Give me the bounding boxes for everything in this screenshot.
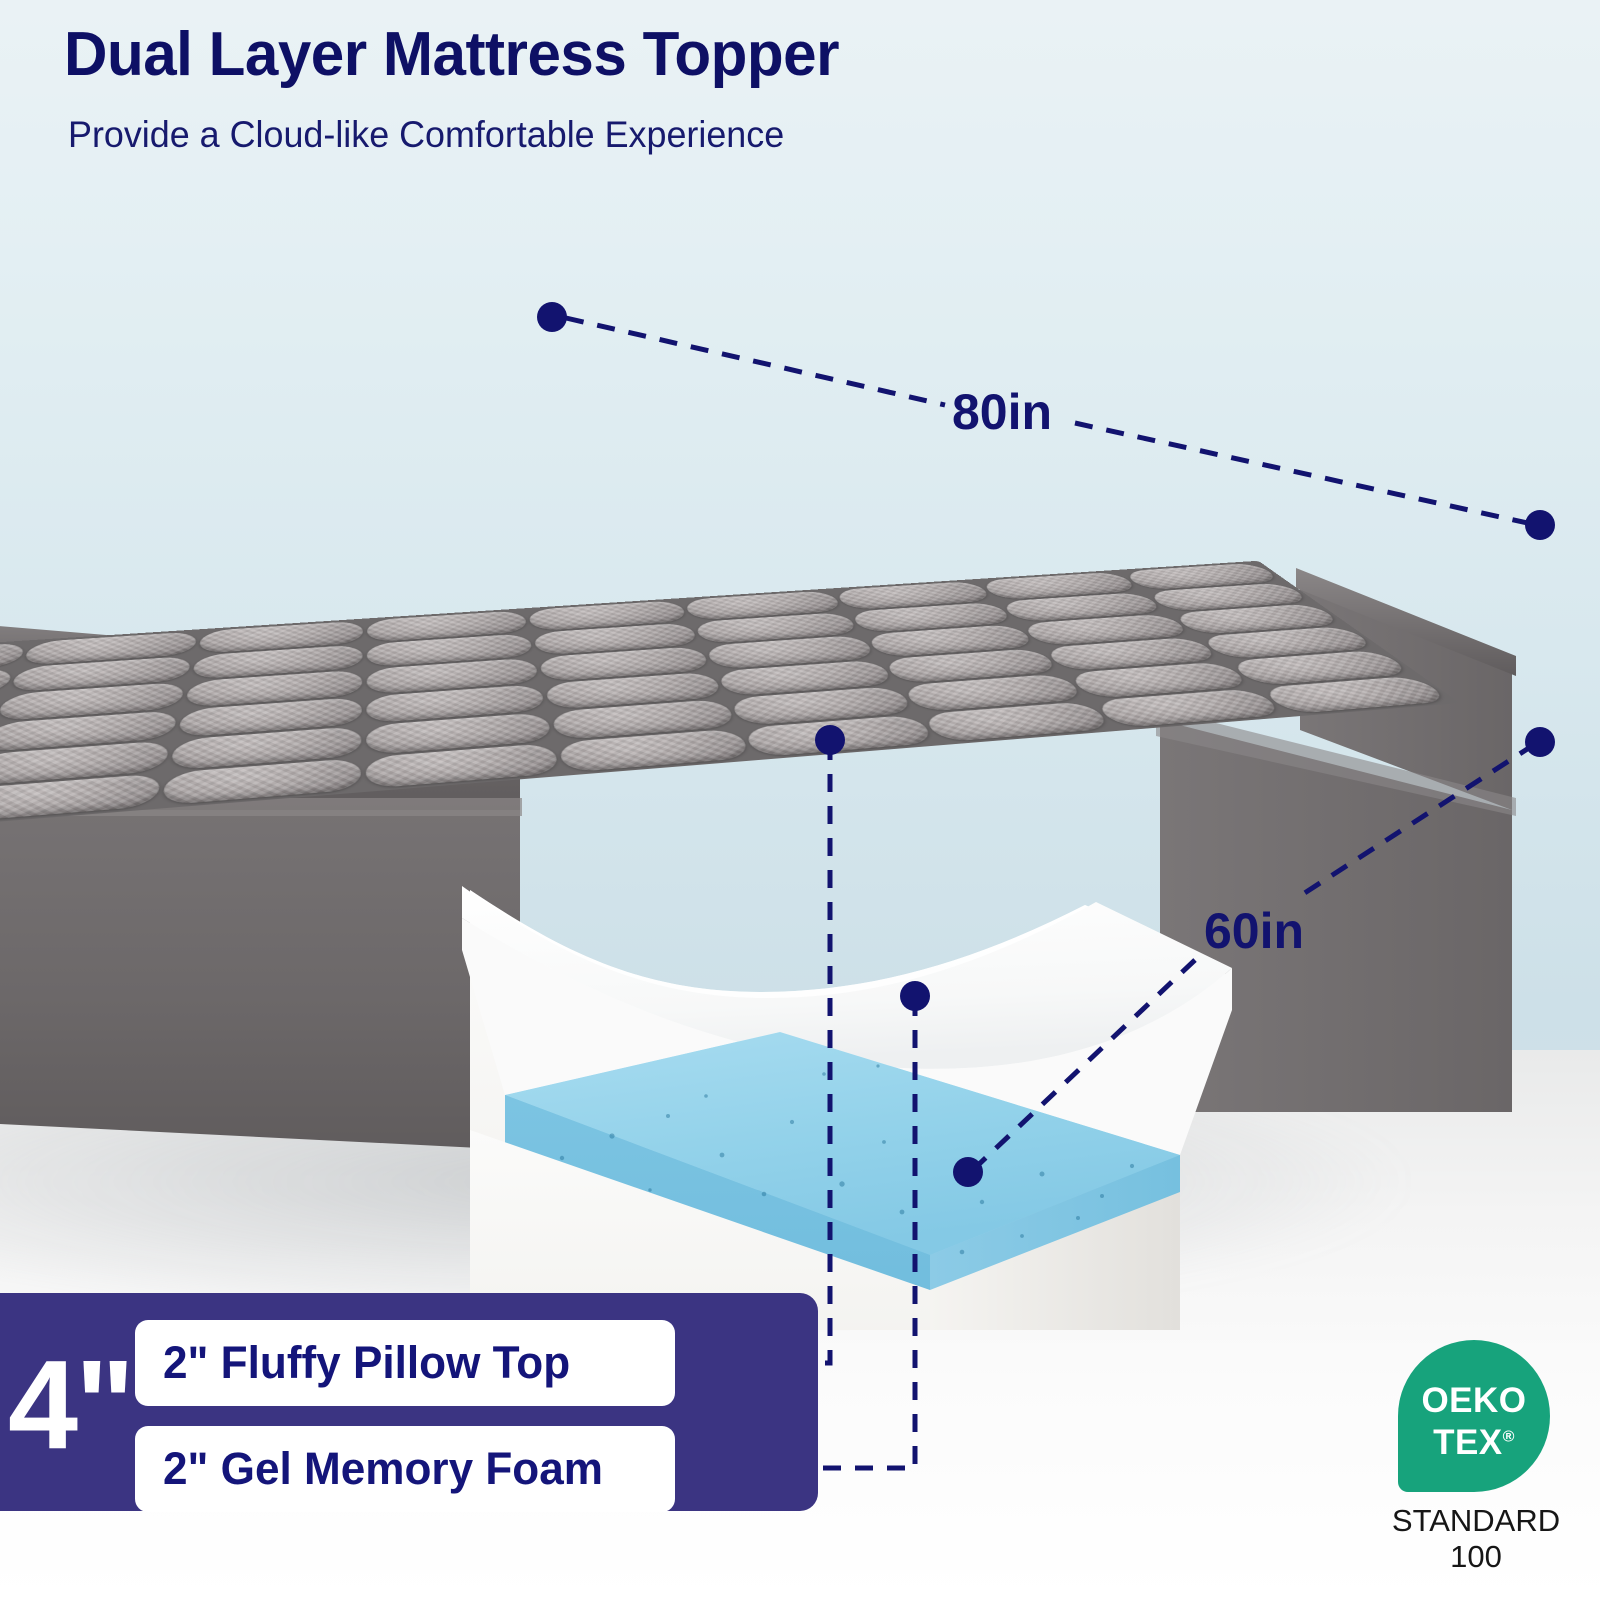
registered-mark-icon: ® [1502, 1427, 1515, 1445]
layer-chip-gel-foam[interactable]: 2" Gel Memory Foam [135, 1426, 675, 1512]
mattress-illustration [0, 250, 1600, 1330]
layer-chip-gel-foam-label: 2" Gel Memory Foam [163, 1443, 603, 1494]
page-title: Dual Layer Mattress Topper [64, 20, 839, 89]
standard-number-label: 100 [1450, 1539, 1502, 1574]
oeko-label: OEKO [1421, 1380, 1527, 1420]
layer-chip-pillow-top[interactable]: 2" Fluffy Pillow Top [135, 1320, 675, 1406]
oeko-tex-droplet-icon: OEKO TEX® [1398, 1340, 1550, 1492]
standard-label: STANDARD [1391, 1503, 1561, 1538]
page-subtitle: Provide a Cloud-like Comfortable Experie… [68, 114, 785, 155]
dimension-label-length: 80in [952, 384, 1053, 440]
oeko-tex-badge: OEKO TEX® STANDARD 100 [1392, 1340, 1568, 1573]
tex-label: TEX® [1433, 1422, 1515, 1462]
layer-chip-pillow-top-label: 2" Fluffy Pillow Top [163, 1337, 571, 1388]
dimension-label-width: 60in [1204, 903, 1305, 959]
total-thickness-label: 4" [8, 1333, 135, 1475]
